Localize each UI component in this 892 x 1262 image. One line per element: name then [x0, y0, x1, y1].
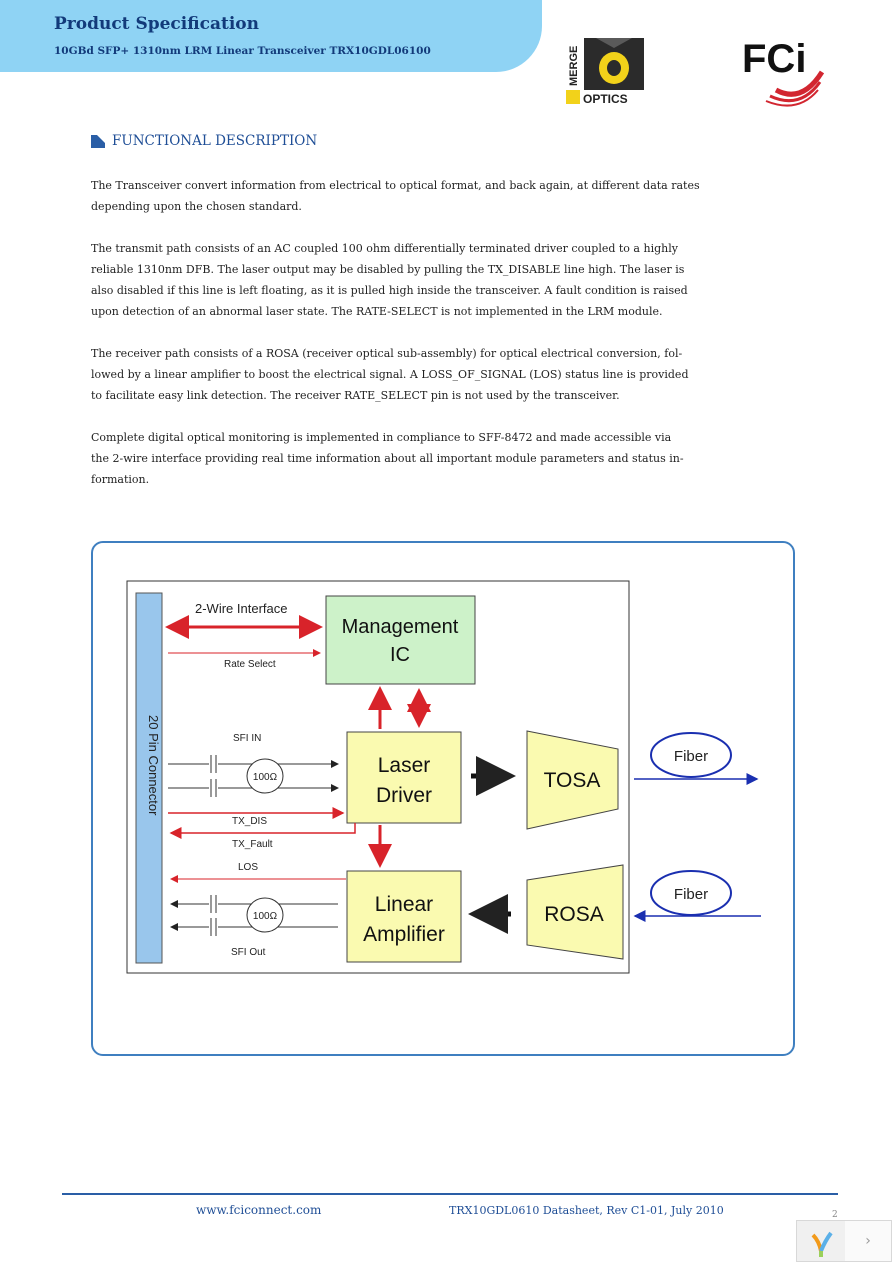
amp-label-2: Amplifier: [363, 923, 445, 946]
rosa-block: [526, 864, 624, 960]
tx-fault-arrow: [169, 823, 356, 839]
fci-logo: FCi: [742, 37, 824, 107]
viewer-logo-icon[interactable]: [799, 1221, 845, 1261]
fiber-bottom-label: Fiber: [674, 886, 708, 903]
footer-url-link[interactable]: www.fciconnect.com: [196, 1203, 322, 1217]
tosa-block: [526, 730, 619, 830]
linear-amplifier-block: [346, 870, 462, 963]
block-diagram: 20 Pin Connector Management IC 2-Wire In…: [126, 580, 761, 974]
paragraph-receive: The receiver path consists of a ROSA (re…: [91, 343, 689, 406]
tx-fault-label: TX_Fault: [232, 839, 273, 850]
fiber-bottom-oval: [650, 870, 732, 916]
paragraph-intro: The Transceiver convert information from…: [91, 175, 700, 217]
rosa-label: ROSA: [544, 903, 604, 926]
section-title: FUNCTIONAL DESCRIPTION: [112, 133, 318, 149]
text-line: upon detection of an abnormal laser stat…: [91, 305, 663, 318]
text-line: Complete digital optical monitoring is i…: [91, 431, 672, 444]
rate-select-label: Rate Select: [224, 659, 276, 670]
termination-out: [246, 897, 284, 933]
text-line: lowed by a linear amplifier to boost the…: [91, 368, 689, 381]
management-label-2: IC: [390, 644, 410, 666]
ohm-out-label: 100Ω: [253, 911, 278, 922]
next-page-button[interactable]: ›: [845, 1221, 891, 1261]
amp-label-1: Linear: [375, 893, 433, 916]
connector-label: 20 Pin Connector: [146, 715, 161, 816]
text-line: The receiver path consists of a ROSA (re…: [91, 347, 683, 360]
termination-in: [246, 758, 284, 794]
text-line: reliable 1310nm DFB. The laser output ma…: [91, 263, 685, 276]
merge-optics-logo: MERGE OPTICS: [566, 30, 646, 106]
paragraph-monitoring: Complete digital optical monitoring is i…: [91, 427, 684, 490]
laser-label-1: Laser: [378, 754, 431, 777]
management-ic-block: [325, 595, 476, 685]
optics-word: OPTICS: [583, 92, 628, 106]
connector-bar: [135, 592, 163, 964]
fiber-top-label: Fiber: [674, 748, 708, 765]
sfi-out-label: SFI Out: [231, 947, 266, 958]
fci-word: FCi: [742, 37, 806, 81]
footer-reference: TRX10GDL0610 Datasheet, Rev C1-01, July …: [449, 1204, 724, 1217]
management-label-1: Management: [342, 616, 459, 638]
text-line: formation.: [91, 473, 150, 486]
los-label: LOS: [238, 862, 258, 873]
footer-rule: [62, 1193, 838, 1195]
paragraph-transmit: The transmit path consists of an AC coup…: [91, 238, 688, 322]
merge-word: MERGE: [568, 46, 580, 86]
section-corner-icon: [91, 134, 105, 148]
ohm-in-label: 100Ω: [253, 772, 278, 783]
text-line: the 2-wire interface providing real time…: [91, 452, 684, 465]
laser-driver-block: [346, 731, 462, 824]
header-band: [0, 0, 542, 72]
tosa-label: TOSA: [544, 769, 601, 792]
page-subtitle: 10GBd SFP+ 1310nm LRM Linear Transceiver…: [54, 45, 431, 57]
page-title: Product Specification: [54, 14, 259, 34]
fiber-top-oval: [650, 732, 732, 778]
sfi-in-label: SFI IN: [233, 733, 261, 744]
page-nav-widget: ›: [796, 1220, 892, 1262]
text-line: The Transceiver convert information from…: [91, 179, 700, 192]
block-diagram-frame: 20 Pin Connector Management IC 2-Wire In…: [91, 541, 795, 1056]
laser-label-2: Driver: [376, 784, 432, 807]
section-heading: FUNCTIONAL DESCRIPTION: [91, 133, 317, 149]
text-line: to facilitate easy link detection. The r…: [91, 389, 620, 402]
text-line: depending upon the chosen standard.: [91, 200, 302, 213]
text-line: The transmit path consists of an AC coup…: [91, 242, 678, 255]
text-line: also disabled if this line is left float…: [91, 284, 688, 297]
tx-dis-label: TX_DIS: [232, 816, 267, 827]
page-number: 2: [832, 1210, 838, 1220]
two-wire-label: 2-Wire Interface: [195, 601, 287, 616]
